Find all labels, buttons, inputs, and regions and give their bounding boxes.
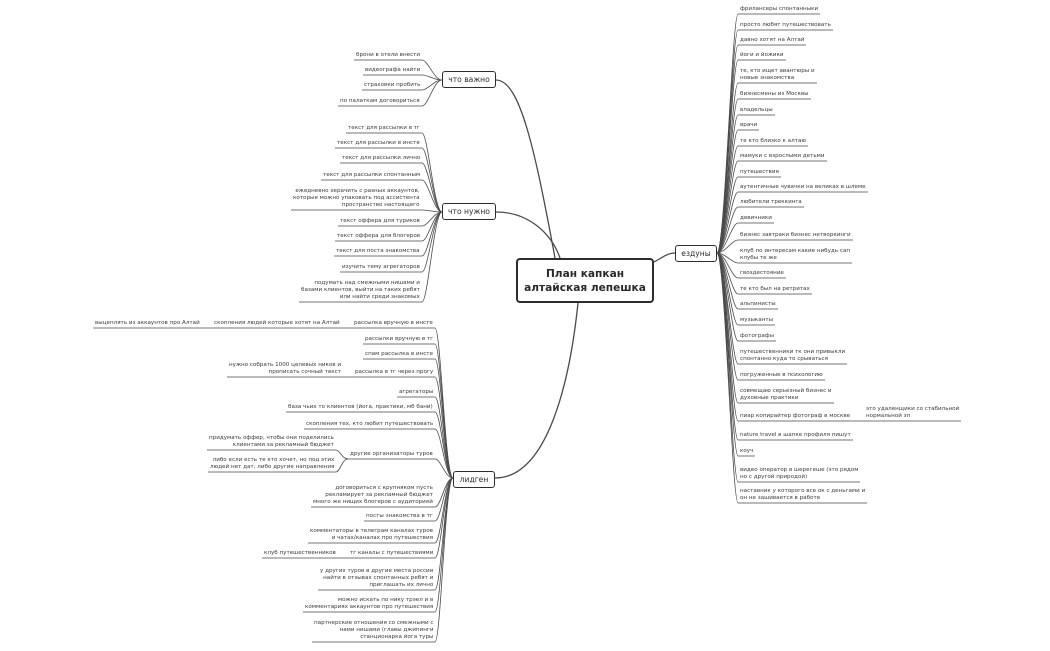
connector-line xyxy=(354,59,443,81)
topic-leaf[interactable]: девичники xyxy=(740,215,772,222)
topic-leaf[interactable]: подумать над смежными нишами и базами кл… xyxy=(301,279,420,301)
topic-leaf[interactable]: договориться с крупняком пусть рекламиру… xyxy=(313,484,433,506)
topic-leaf[interactable]: те, кто ищет авантюры и новые знакомства xyxy=(740,68,815,82)
subtopic-leaf[interactable]: либо если есть те кто хочет, но под этих… xyxy=(210,457,335,471)
topic-leaf[interactable]: текст для рассылки спонтанным xyxy=(323,172,421,179)
topic-leaf[interactable]: пиар копирайтер фотограф в москве xyxy=(740,413,851,420)
topic-leaf[interactable]: мамуки с взрослыми детьми xyxy=(740,153,825,160)
subtopic-leaf[interactable]: это удаленщики со стабильной нормальной … xyxy=(866,406,960,420)
topic-leaf[interactable]: спам рассылка в инсте xyxy=(365,351,434,358)
topic-leaf[interactable]: фрилансеры спонтанныки xyxy=(740,6,819,13)
topic-leaf[interactable]: текст оффера для блогеров xyxy=(337,233,421,240)
topic-leaf[interactable]: музыканты xyxy=(740,317,774,324)
topic-leaf[interactable]: совмещаю серьезный бизнес и духовные пра… xyxy=(740,388,832,402)
topic-leaf[interactable]: по палаткам договориться xyxy=(340,98,420,105)
branch-node-important[interactable]: что важно xyxy=(442,71,496,88)
root-node[interactable]: План капкан алтайская лепешка xyxy=(516,258,654,303)
connector-line xyxy=(716,239,853,254)
connector-line xyxy=(340,211,443,273)
connector-line xyxy=(495,79,556,259)
connector-line xyxy=(716,252,853,441)
topic-leaf[interactable]: просто любят путешествовать xyxy=(740,22,831,29)
connector-line xyxy=(716,160,827,254)
topic-leaf[interactable]: nature travel в шапке профиля пишут xyxy=(740,432,851,439)
topic-leaf[interactable]: те кто был на ретритах xyxy=(740,286,810,293)
topic-leaf[interactable]: изучить тему агрегаторов xyxy=(342,264,420,271)
topic-leaf[interactable]: любители треккинга xyxy=(740,199,802,206)
topic-leaf[interactable]: коуч xyxy=(740,448,754,455)
connector-line xyxy=(716,222,774,254)
topic-leaf[interactable]: текст для рассылки в инсте xyxy=(337,140,420,147)
topic-leaf[interactable]: альпинисты xyxy=(740,301,776,308)
subtopic-leaf[interactable]: клуб путешественников xyxy=(264,550,336,557)
connector-line xyxy=(312,477,454,643)
connector-line xyxy=(348,458,454,479)
connector-line xyxy=(338,79,443,107)
topic-leaf[interactable]: давно хотят на Алтай xyxy=(740,37,805,44)
connector-line xyxy=(304,428,454,479)
topic-leaf[interactable]: наставник у которого все ок с деньгами и… xyxy=(740,488,866,502)
topic-leaf[interactable]: путешественники тк они привыкли спонтанн… xyxy=(740,349,846,363)
topic-leaf[interactable]: гвоздестояние xyxy=(740,270,784,277)
connector-line xyxy=(716,206,804,254)
branch-node-riders[interactable]: ездуны xyxy=(675,245,717,262)
topic-leaf[interactable]: видеографа найти xyxy=(365,67,421,74)
topic-leaf[interactable]: рассылки вручную в тг xyxy=(365,336,434,343)
branch-node-needed[interactable]: что нужно xyxy=(442,203,496,220)
topic-leaf[interactable]: тг каналы с путешествиями xyxy=(350,550,434,557)
topic-leaf[interactable]: можно искать по нику трэел и в комментар… xyxy=(305,597,434,611)
topic-leaf[interactable]: партнерские отношения со смежными с нами… xyxy=(314,619,434,641)
connector-line xyxy=(207,449,349,460)
topic-leaf[interactable]: бизнес завтраки бизнес нетворкинги xyxy=(740,232,851,239)
topic-leaf[interactable]: рассылка вручную в инсте xyxy=(354,320,433,327)
connector-line xyxy=(716,252,867,504)
connector-line xyxy=(340,162,443,213)
topic-leaf[interactable]: врачи xyxy=(740,122,758,129)
connector-line xyxy=(653,252,676,263)
connector-line xyxy=(353,376,454,479)
connector-line xyxy=(716,176,781,254)
connector-line xyxy=(299,211,443,303)
topic-leaf[interactable]: текст оффера для туриков xyxy=(340,218,420,225)
topic-leaf[interactable]: путешествия xyxy=(740,169,779,176)
topic-leaf[interactable]: агрегаторы xyxy=(399,389,434,396)
subtopic-leaf[interactable]: нужно собрать 1000 целевых ников и пропи… xyxy=(229,362,342,376)
branch-node-leadgen[interactable]: лидген xyxy=(453,471,495,488)
topic-leaf[interactable]: фотографы xyxy=(740,333,775,340)
topic-leaf[interactable]: клуб по интересам какие нибудь сап клубы… xyxy=(740,248,851,262)
connector-line xyxy=(494,302,579,479)
topic-leaf[interactable]: бизнесмены из Москвы xyxy=(740,91,809,98)
connector-line xyxy=(346,132,443,213)
connector-line xyxy=(291,209,443,213)
topic-leaf[interactable]: другие организаторы туров xyxy=(350,451,433,458)
connector-line xyxy=(363,74,443,81)
topic-leaf[interactable]: база чьих то клиентов (йога, практики, м… xyxy=(288,404,433,411)
connector-line xyxy=(208,458,349,473)
topic-leaf[interactable]: те кто близко к алтаю xyxy=(740,138,807,145)
connector-line xyxy=(321,179,443,213)
topic-leaf[interactable]: йоги и йожики xyxy=(740,52,784,59)
topic-leaf[interactable]: погруженные в психологию xyxy=(740,372,823,379)
subtopic-leaf[interactable]: придумать оффер, чтобы они поделились кл… xyxy=(209,435,334,449)
topic-leaf[interactable]: владельцы xyxy=(740,107,773,114)
topic-leaf[interactable]: текст для поста знакомства xyxy=(336,248,420,255)
topic-leaf[interactable]: аутентичные чувачки на великах в шлеме xyxy=(740,184,866,191)
topic-leaf[interactable]: у других туров в другие места россии най… xyxy=(320,567,434,589)
topic-leaf[interactable]: скопления тех, кто любит путешествовать xyxy=(306,421,434,428)
topic-leaf[interactable]: ежедневно xepачить с разных аккаунтов, к… xyxy=(293,187,420,209)
topic-leaf[interactable]: текст для рассылки в тг xyxy=(348,125,420,132)
topic-leaf[interactable]: текст для рассылки лично xyxy=(342,155,421,162)
subtopic-leaf[interactable]: выцеплять из аккаунтов про Алтай xyxy=(95,320,200,327)
subtopic-leaf[interactable]: скопления людей которые хотят на Алтай xyxy=(214,320,340,327)
connector-line xyxy=(495,211,561,259)
topic-leaf[interactable]: комментаторы в телеграм каналах туров и … xyxy=(310,528,433,542)
topic-leaf[interactable]: видео оператор в шерегеше (это рядом но … xyxy=(740,467,859,481)
topic-leaf[interactable]: страховки пробить xyxy=(364,82,421,89)
topic-leaf[interactable]: посты знакомства в тг xyxy=(366,513,433,520)
topic-leaf[interactable]: рассылка в тг через прогу xyxy=(355,369,434,376)
topic-leaf[interactable]: брони в отели внести xyxy=(356,52,421,59)
